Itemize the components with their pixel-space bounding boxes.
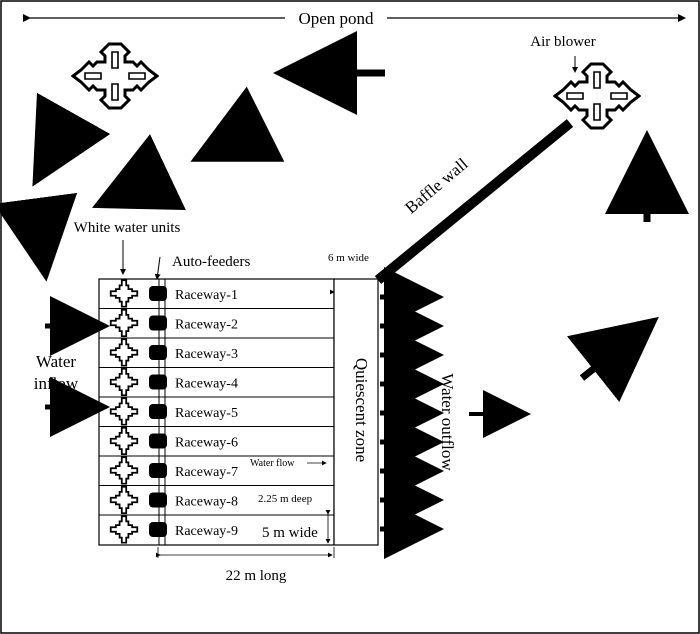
raceway-label: Raceway-4 (175, 377, 238, 392)
auto-feeder-icon (149, 492, 167, 508)
baffle-wall (374, 119, 574, 284)
raceway-row: Raceway-7 (99, 455, 334, 485)
raceway-block: Raceway-1Raceway-2Raceway-3Raceway-4Race… (98, 278, 335, 546)
raceway-row: Raceway-5 (99, 396, 334, 426)
raceway-row: Raceway-4 (99, 367, 334, 396)
white-water-unit-icon (109, 515, 139, 544)
auto-feeders-pointer (154, 256, 161, 280)
flow-arrow (566, 316, 659, 403)
flow-arrow (92, 134, 186, 211)
raceway-label: Raceway-1 (175, 288, 238, 303)
raceway-row: Raceway-8 (99, 485, 334, 514)
white-water-unit-icon (109, 279, 139, 308)
length-label: 22 m long (226, 568, 287, 584)
white-water-unit-icon (109, 368, 139, 396)
auto-feeder-icon (149, 345, 167, 360)
auto-feeder-icon (149, 374, 167, 390)
width-label: 5 m wide (262, 525, 318, 541)
raceway-row: Raceway-3 (99, 337, 334, 367)
white-water-unit-icon (109, 338, 139, 367)
raceway-label: Raceway-6 (175, 436, 238, 451)
depth-label: 2.25 m deep (258, 493, 313, 505)
white-water-unit-icon (109, 427, 139, 455)
white-water-unit-icon (109, 456, 139, 485)
raceway-row: Raceway-2 (99, 308, 334, 337)
auto-feeder-icon (149, 404, 167, 419)
white-water-unit-icon (109, 309, 139, 337)
flow-arrow (0, 192, 78, 282)
raceway-row: Raceway-6 (99, 426, 334, 455)
raceway-label: Raceway-9 (175, 524, 238, 539)
air-blower-label: Air blower (530, 34, 595, 50)
flow-arrow (190, 86, 285, 162)
quiescent-zone-label: Quiescent zone (352, 358, 371, 462)
water-inflow-label-line2: inflow (34, 374, 79, 393)
white-water-units-label: White water units (74, 220, 181, 236)
auto-feeder-icon (149, 522, 167, 537)
raceway-label: Raceway-8 (175, 495, 238, 510)
auto-feeder-icon (149, 433, 167, 449)
water-flow-label: Water flow (250, 458, 295, 469)
quiescent-zone (333, 278, 379, 546)
six-m-wide-label: 6 m wide (328, 252, 369, 264)
raceway-label: Raceway-3 (175, 347, 238, 362)
open-pond-label: Open pond (298, 9, 374, 28)
white-water-unit-icon (109, 397, 139, 426)
open-pond-aerator-icon (71, 42, 159, 110)
auto-feeder-icon (149, 286, 167, 301)
water-outflow-label: Water outflow (438, 373, 457, 471)
auto-feeder-icon (149, 463, 167, 478)
circulation-arrows (0, 31, 689, 438)
raceway-row: Raceway-9 (99, 514, 334, 544)
white-water-unit-icon (109, 486, 139, 514)
raceway-label: Raceway-5 (175, 406, 238, 421)
raceway-label: Raceway-2 (175, 318, 238, 333)
auto-feeder-icon (149, 315, 167, 331)
air-blower-unit-icon (553, 62, 641, 130)
raceway-row: Raceway-1 (109, 279, 238, 308)
flow-arrow (32, 92, 111, 187)
raceway-label: Raceway-7 (175, 465, 238, 480)
water-inflow-label-line1: Water (36, 352, 76, 371)
auto-feeders-label: Auto-feeders (172, 254, 250, 270)
